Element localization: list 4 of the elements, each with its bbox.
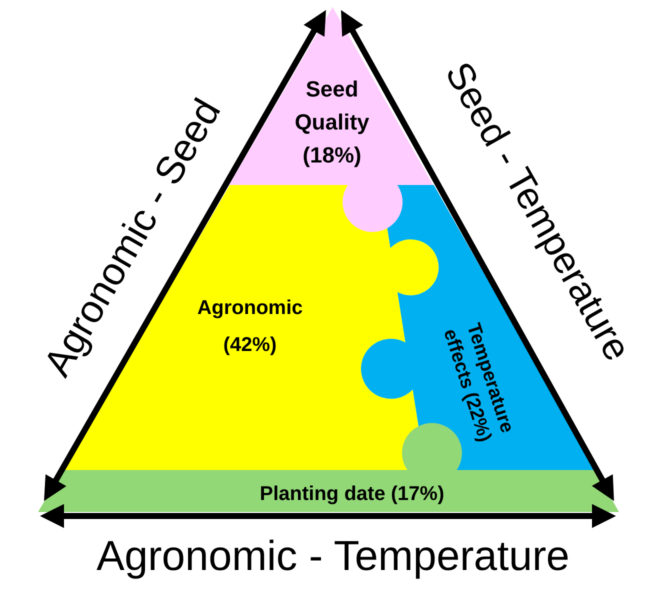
region-label: Seed Quality (18%) — [294, 76, 370, 170]
region-label: Agronomic (42%) — [196, 296, 304, 358]
region-label: Planting date (17%) — [260, 482, 444, 506]
side-label: Agronomic - Temperature — [96, 532, 570, 580]
